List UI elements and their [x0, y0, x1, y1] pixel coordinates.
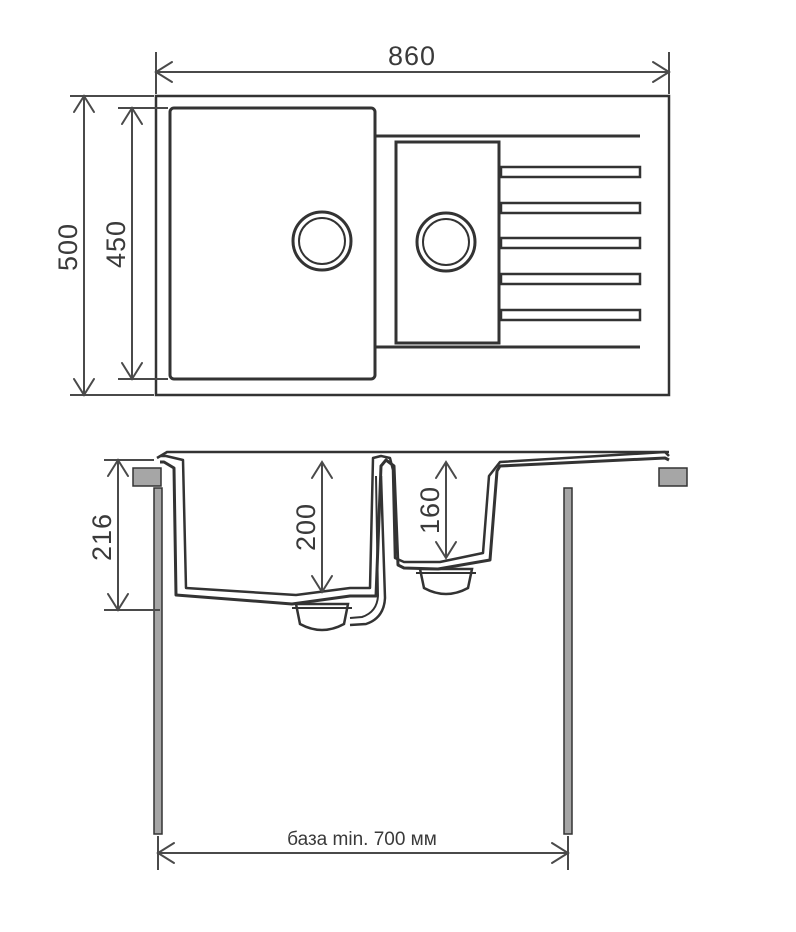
sink-profile-inner: [160, 450, 670, 597]
sink-rim-top: [156, 450, 669, 460]
side-view: 216 200 160 база min. 700 мм: [87, 450, 688, 870]
main-bowl-drain-inner: [298, 217, 346, 265]
dimension-depth-inner-label: 450: [101, 220, 131, 268]
dimension-depth-inner: 450: [101, 106, 168, 381]
dimension-depth-outer: 500: [53, 94, 154, 397]
main-bowl-drain: [291, 210, 353, 272]
dimension-main-bowl-depth: 200: [291, 460, 333, 594]
sink-outer-outline: [154, 94, 671, 397]
small-bowl-drain: [415, 211, 477, 273]
drainer-rib-4: [499, 272, 642, 286]
dimension-width-label: 860: [388, 41, 436, 71]
cabinet-wall-left: [153, 487, 163, 835]
small-bowl-drain-inner: [422, 218, 470, 266]
overflow-pipe-inner: [349, 475, 380, 619]
main-bowl-outline: [168, 106, 377, 381]
overflow-pipe: [349, 475, 387, 627]
left-countertop-support: [132, 467, 162, 487]
small-bowl-outline: [394, 140, 501, 345]
dimension-base-min-label: база min. 700 мм: [287, 829, 437, 850]
main-drain-cup: [294, 602, 350, 632]
dimension-base-min: база min. 700 мм: [156, 829, 570, 870]
drainer-rib-5: [499, 308, 642, 322]
top-view: 860 500 450: [53, 41, 671, 397]
dimension-small-bowl-depth: 160: [415, 460, 457, 560]
drainer-rib-1: [499, 165, 642, 179]
dimension-small-bowl-depth-label: 160: [415, 486, 445, 534]
dimension-width: 860: [154, 41, 671, 94]
right-countertop-support: [658, 467, 688, 487]
cabinet-wall-right: [563, 487, 573, 835]
dimension-height-total-label: 216: [87, 513, 117, 561]
dimension-depth-outer-label: 500: [53, 223, 83, 271]
drainer-rib-2: [499, 201, 642, 215]
dimension-height-total: 216: [87, 458, 160, 612]
dimension-main-bowl-depth-label: 200: [291, 503, 321, 551]
small-drain-cup: [418, 567, 474, 596]
drainer-rib-3: [499, 236, 642, 250]
